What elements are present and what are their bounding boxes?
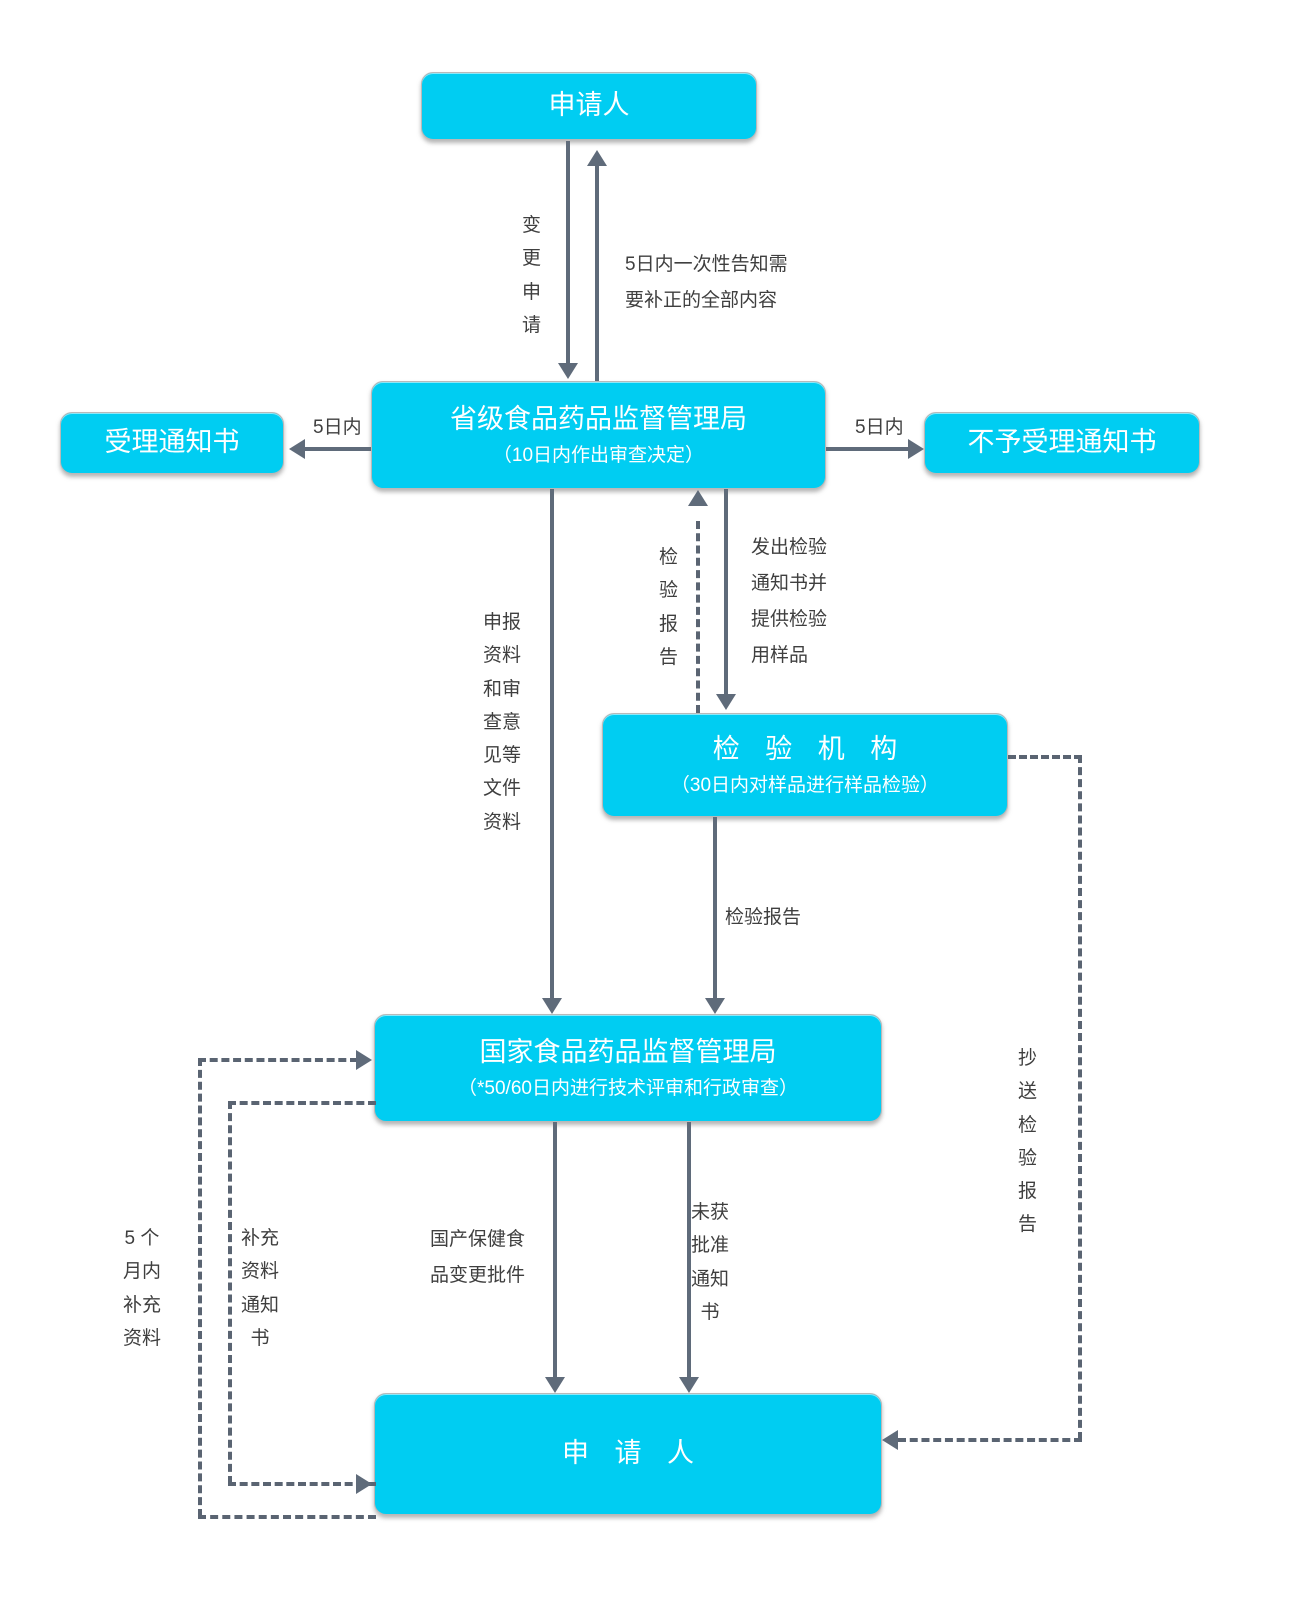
edge-label-domestic-approval-doc: 国产保健食 品变更批件 <box>430 1229 526 1287</box>
node-acceptance-notice[interactable]: 受理通知书 <box>60 412 284 474</box>
edge-declaration-materials-line <box>550 489 554 998</box>
edge-label-issue-inspection-notice: 发出检验 通知书并 提供检验 用样品 <box>751 537 828 667</box>
edge-supplement-notice-arrowhead <box>356 1474 372 1494</box>
edge-not-approved-line <box>687 1122 691 1377</box>
node-national-bureau-title: 国家食品药品监督管理局 <box>479 1036 777 1067</box>
edge-label-change-application: 变 更 申 请 <box>522 215 542 336</box>
edge-acceptance-line <box>305 447 371 451</box>
edge-notify-corrections-arrowhead <box>587 150 607 166</box>
edge-label-inspection-report-up: 检 验 报 告 <box>659 547 679 668</box>
edge-not-approved-arrowhead <box>679 1377 699 1393</box>
node-provincial-bureau-title: 省级食品药品监督管理局 <box>450 403 747 434</box>
edge-supplement-5months-arrowhead <box>356 1050 372 1070</box>
edge-label-within-5-days-left: 5日内 <box>313 417 362 438</box>
node-provincial-bureau[interactable]: 省级食品药品监督管理局 （10日内作出审查决定） <box>371 381 826 489</box>
edge-copy-report-bottom-segment <box>898 1438 1082 1442</box>
node-rejection-notice-title: 不予受理通知书 <box>967 427 1157 458</box>
edge-domestic-approval-line <box>553 1122 557 1377</box>
edge-inspection-report-down-line <box>713 817 717 998</box>
edge-inspection-report-down-arrowhead <box>705 998 725 1014</box>
edge-declaration-materials-arrowhead <box>542 998 562 1014</box>
edge-supplement-notice-top-segment <box>228 1101 376 1105</box>
node-applicant-top-title: 申请人 <box>548 90 630 121</box>
edge-rejection-arrowhead <box>908 439 924 459</box>
edge-inspection-report-up-arrowhead <box>688 490 708 506</box>
node-national-bureau[interactable]: 国家食品药品监督管理局 （*50/60日内进行技术评审和行政审查） <box>374 1014 882 1122</box>
edge-notify-corrections-line <box>595 166 599 381</box>
edge-copy-report-arrowhead <box>882 1430 898 1450</box>
edge-supplement-5months-bottom-segment <box>198 1515 376 1519</box>
edge-change-application-line <box>566 141 570 363</box>
edge-supplement-notice-vertical-segment <box>228 1101 232 1484</box>
node-provincial-bureau-subtitle: （10日内作出审查决定） <box>492 444 705 466</box>
node-acceptance-notice-title: 受理通知书 <box>104 427 240 458</box>
edge-change-application-arrowhead <box>558 363 578 379</box>
edge-label-inspection-report-down: 检验报告 <box>725 907 802 928</box>
node-testing-institution-title: 检 验 机 构 <box>712 733 907 764</box>
edge-label-supplement-within-5-months: 5 个 月内 补充 资料 <box>122 1228 161 1349</box>
node-national-bureau-subtitle: （*50/60日内进行技术评审和行政审查） <box>458 1077 798 1099</box>
edge-supplement-notice-bottom-segment <box>228 1482 376 1486</box>
edge-copy-report-top-segment <box>1008 755 1082 759</box>
edge-issue-inspection-notice-arrowhead <box>716 694 736 710</box>
edge-label-declaration-materials: 申报 资料 和审 查意 见等 文件 资料 <box>482 612 521 833</box>
edge-copy-report-vertical-segment <box>1078 755 1082 1440</box>
edge-label-notify-corrections: 5日内一次性告知需 要补正的全部内容 <box>625 254 788 312</box>
edge-label-supplement-notice: 补充 资料 通知 书 <box>240 1228 279 1349</box>
edge-supplement-5months-vertical-segment <box>198 1058 202 1517</box>
node-rejection-notice[interactable]: 不予受理通知书 <box>924 412 1200 474</box>
node-applicant-bottom[interactable]: 申 请 人 <box>374 1393 882 1515</box>
edge-issue-inspection-notice-line <box>724 489 728 694</box>
edge-acceptance-arrowhead <box>289 439 305 459</box>
edge-label-copy-inspection-report: 抄 送 检 验 报 告 <box>1018 1048 1038 1236</box>
edge-label-not-approved-notice: 未获 批准 通知 书 <box>690 1202 729 1323</box>
edge-domestic-approval-arrowhead <box>545 1377 565 1393</box>
node-applicant-top[interactable]: 申请人 <box>421 72 757 140</box>
edge-supplement-5months-top-segment <box>198 1058 358 1062</box>
node-testing-institution[interactable]: 检 验 机 构 （30日内对样品进行样品检验） <box>602 713 1008 817</box>
node-applicant-bottom-title: 申 请 人 <box>561 1438 703 1469</box>
edge-label-within-5-days-right: 5日内 <box>855 417 904 438</box>
node-testing-institution-subtitle: （30日内对样品进行样品检验） <box>670 774 940 796</box>
edge-rejection-line <box>826 447 908 451</box>
edge-inspection-report-up-line <box>696 521 700 713</box>
